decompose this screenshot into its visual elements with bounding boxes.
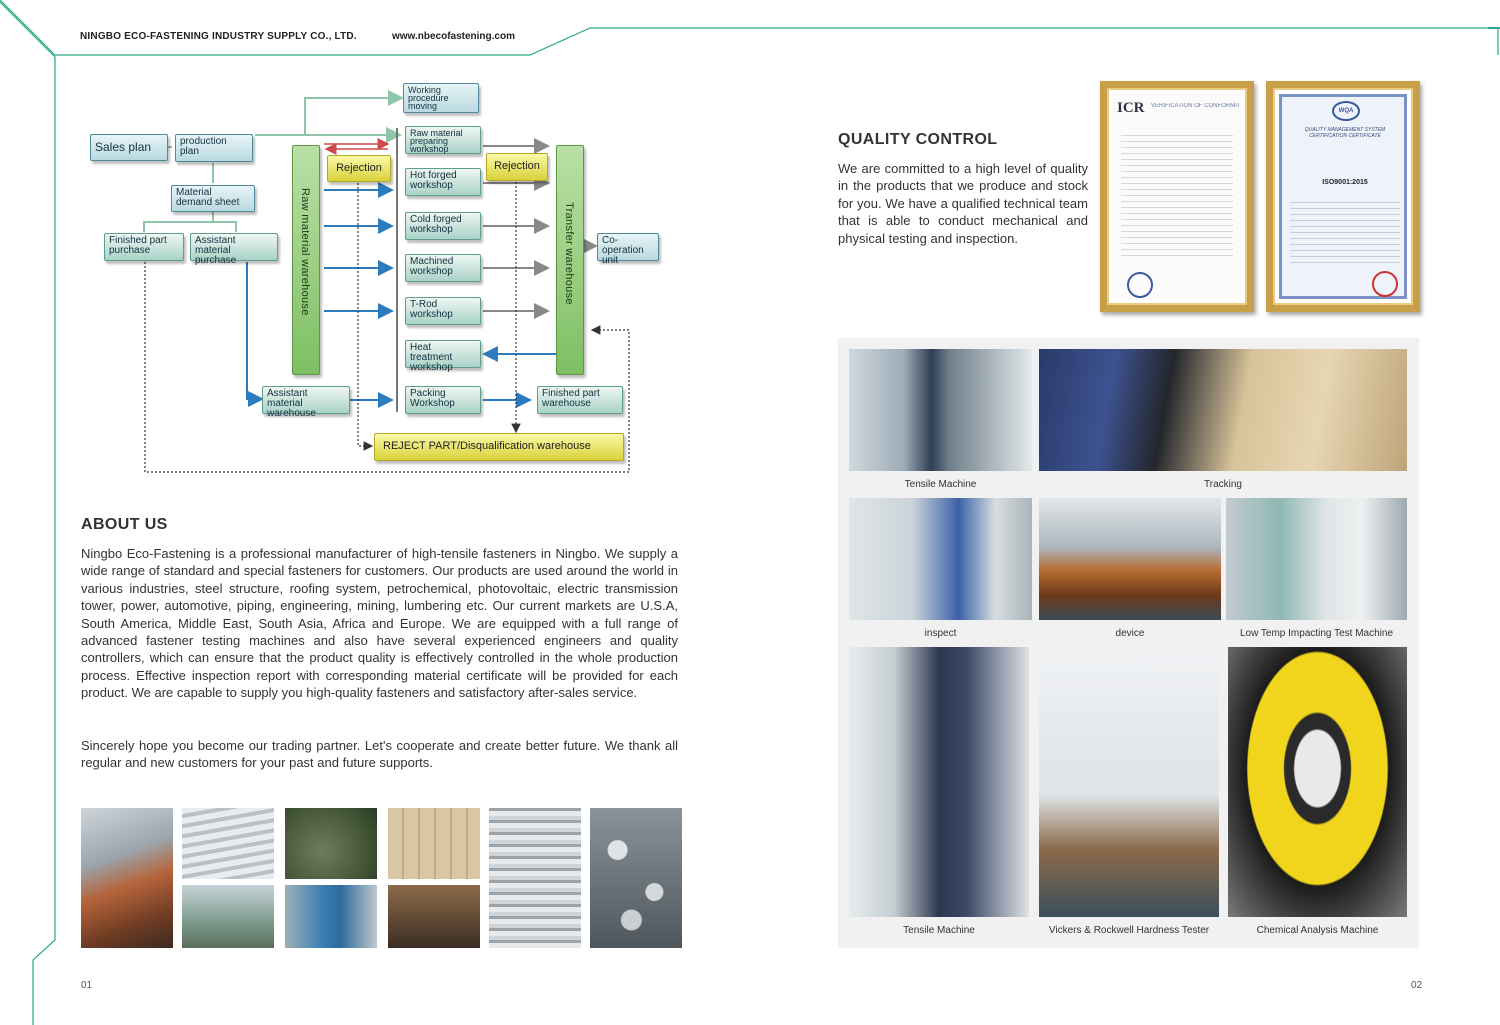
transfer-warehouse-label: Transfer warehouse xyxy=(563,202,575,305)
caption-device: device xyxy=(1115,628,1145,639)
iso-certificate: WQA QUALITY MANAGEMENT SYSTEM CERTIFICAT… xyxy=(1266,81,1420,312)
assistant-material-warehouse-box: Assistant material warehouse xyxy=(262,386,350,419)
caption-hardness-tester: Vickers & Rockwell Hardness Tester xyxy=(1048,925,1210,936)
photo-chemical-analyzer xyxy=(1228,647,1407,917)
transfer-warehouse-box: Transfer warehouse xyxy=(556,145,584,375)
photo-hardness-tester xyxy=(1039,647,1219,917)
factory-photo-u-bolts xyxy=(489,808,581,948)
finished-part-warehouse-box: Finished part warehouse xyxy=(537,386,623,414)
hot-forged-box: Hot forged workshop xyxy=(405,168,481,196)
about-us-title: ABOUT US xyxy=(81,516,168,533)
page-number-right: 02 xyxy=(1411,980,1423,991)
raw-material-preparing-box: Raw material preparing workshop xyxy=(405,126,481,154)
about-us-paragraph-1: Ningbo Eco-Fastening is a professional m… xyxy=(81,546,678,701)
heat-treatment-box: Heat treatment workshop xyxy=(405,340,481,373)
website-link[interactable]: www.nbecofastening.com xyxy=(392,31,515,42)
rejection-left-box: Rejection xyxy=(327,155,391,182)
raw-material-warehouse-box: Raw material warehouse xyxy=(292,145,320,375)
caption-chemical-analyzer: Chemical Analysis Machine xyxy=(1256,925,1379,936)
assistant-material-purchase-box: Assistant material purchase xyxy=(190,233,278,266)
t-rod-box: T-Rod workshop xyxy=(405,297,481,325)
rejection-right-box: Rejection xyxy=(486,153,548,181)
iso-seal-icon xyxy=(1372,271,1398,297)
raw-material-warehouse-label: Raw material warehouse xyxy=(299,188,311,316)
icr-logo: ICR xyxy=(1117,100,1145,116)
icr-certificate-document: ICR VERIFICATION OF CONFORMITY xyxy=(1113,94,1241,299)
packing-workshop-box: Packing Workshop xyxy=(405,386,481,414)
wqa-logo: WQA xyxy=(1332,101,1360,121)
iso-certificate-text-lines xyxy=(1290,197,1400,267)
icr-certificate-heading: VERIFICATION OF CONFORMITY xyxy=(1151,103,1241,109)
cooperation-unit-box: Co-operation unit xyxy=(597,233,659,266)
caption-inspect: inspect xyxy=(924,628,957,639)
photo-inspect xyxy=(849,498,1032,620)
company-name: NINGBO ECO-FASTENING INDUSTRY SUPPLY CO.… xyxy=(80,31,357,42)
factory-photo-boxes xyxy=(388,808,480,879)
production-plan-box: production plan xyxy=(175,134,253,162)
about-us-paragraph-2: Sincerely hope you become our trading pa… xyxy=(81,738,678,771)
photo-low-temp-machine xyxy=(1226,498,1407,620)
factory-photo-control-panel xyxy=(285,885,377,948)
machined-box: Machined workshop xyxy=(405,254,481,282)
factory-photo-rolling-line xyxy=(81,808,173,948)
finished-part-purchase-box: Finished part purchase xyxy=(104,233,184,261)
icr-certificate: ICR VERIFICATION OF CONFORMITY xyxy=(1100,81,1254,312)
icr-certificate-text-lines xyxy=(1121,130,1233,260)
cold-forged-box: Cold forged workshop xyxy=(405,212,481,240)
icr-seal-icon xyxy=(1127,272,1153,298)
factory-photo-forging xyxy=(285,808,377,879)
reject-warehouse-box: REJECT PART/Disqualification warehouse xyxy=(374,433,624,461)
factory-photo-crates xyxy=(388,885,480,948)
photo-device xyxy=(1039,498,1221,620)
caption-tensile-machine-2: Tensile Machine xyxy=(903,925,975,936)
caption-tracking: Tracking xyxy=(1204,479,1242,490)
production-flowchart: Sales plan production plan Material dema… xyxy=(0,0,700,490)
iso-standard-label: ISO9001:2015 xyxy=(1322,179,1368,186)
quality-control-title: QUALITY CONTROL xyxy=(838,131,998,148)
caption-low-temp-machine: Low Temp Impacting Test Machine xyxy=(1239,628,1394,639)
photo-tracking xyxy=(1039,349,1407,471)
flowchart-connectors xyxy=(143,90,630,473)
working-procedure-moving-box: Working procedure moving xyxy=(403,83,479,113)
sales-plan-box: Sales plan xyxy=(90,134,168,161)
iso-certificate-document: WQA QUALITY MANAGEMENT SYSTEM CERTIFICAT… xyxy=(1279,94,1407,299)
page-number-left: 01 xyxy=(81,980,93,991)
quality-control-text: We are committed to a high level of qual… xyxy=(838,161,1088,246)
material-demand-sheet-box: Material demand sheet xyxy=(171,185,255,212)
factory-photo-machines xyxy=(182,885,274,948)
factory-photo-bundles xyxy=(182,808,274,879)
iso-certificate-heading: QUALITY MANAGEMENT SYSTEM CERTIFICATION … xyxy=(1304,127,1386,139)
photo-tensile-machine-1 xyxy=(849,349,1032,471)
factory-photo-nuts xyxy=(590,808,682,948)
photo-tensile-machine-2 xyxy=(849,647,1029,917)
caption-tensile-machine-1: Tensile Machine xyxy=(904,479,977,490)
